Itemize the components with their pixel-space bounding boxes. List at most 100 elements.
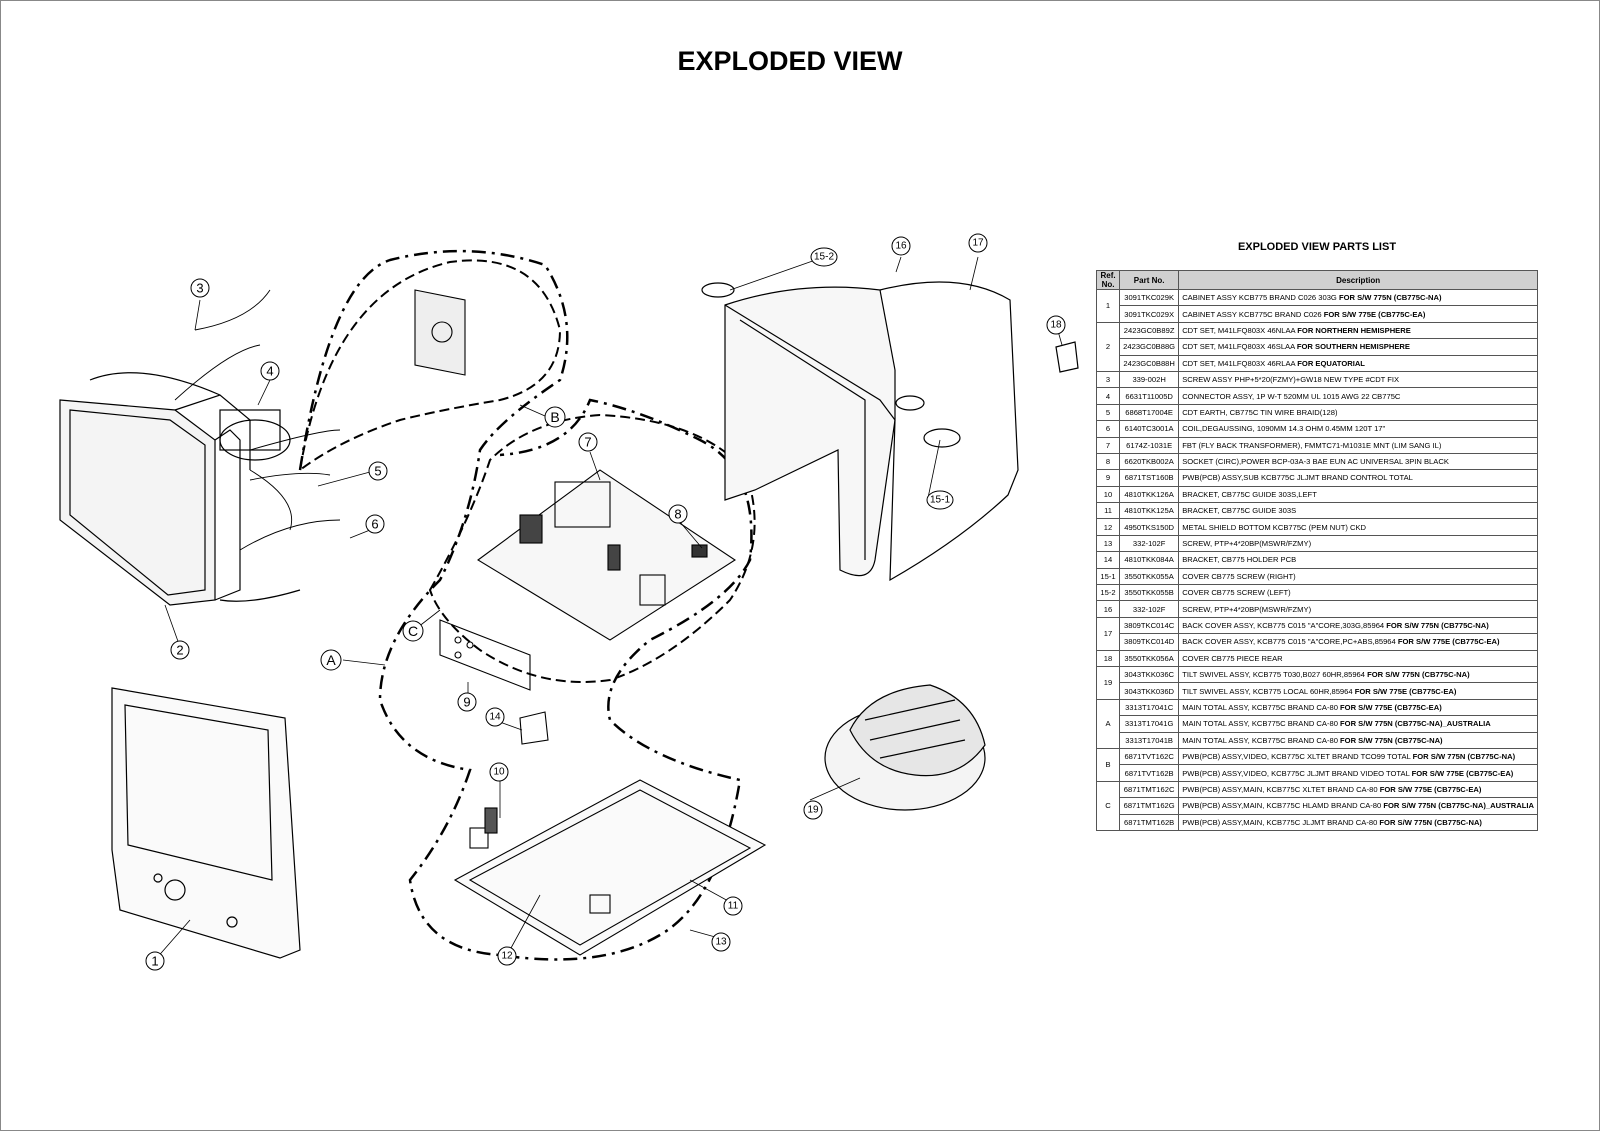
ref-no-cell: 11: [1095, 502, 1121, 520]
column-header-ref: Ref. No.: [1095, 270, 1121, 290]
description-variant: FOR S/W 775N (CB775C-NA): [1386, 621, 1489, 630]
description-text: FBT (FLY BACK TRANSFORMER), FMMTC71-M103…: [1182, 440, 1442, 450]
description-text: BRACKET, CB775C GUIDE 303S: [1182, 506, 1297, 516]
callout-4: [260, 361, 280, 381]
callout-label-2: 2: [176, 643, 183, 658]
ref-no-cell: 6: [1095, 420, 1121, 438]
callout-18: [1046, 315, 1066, 335]
ref-no-cell: 19: [1095, 665, 1121, 700]
description-text: PWB(PCB) ASSY,MAIN, KCB775C JLJMT BRAND …: [1182, 817, 1380, 827]
description-text: MAIN TOTAL ASSY, KCB775C BRAND CA-80: [1182, 702, 1341, 712]
description-cell: SOCKET (CIRC),POWER BCP-03A-3 BAE EUN AC…: [1178, 452, 1538, 471]
description-cell: COVER CB775 SCREW (LEFT): [1178, 584, 1538, 602]
callout-label-7: 7: [584, 435, 591, 450]
description-text: PWB(PCB) ASSY,VIDEO, KCB775C XLTET BRAND…: [1182, 752, 1413, 762]
callout-label-4: 4: [266, 364, 273, 379]
description-cell: MAIN TOTAL ASSY, KCB775C BRAND CA-80 FOR…: [1178, 698, 1538, 717]
part-no-cell: 6871TVT162C: [1119, 747, 1180, 766]
callout-label-9: 9: [463, 695, 470, 710]
part-no-cell: 3313T17041B: [1119, 731, 1180, 749]
ref-no-cell: 4: [1095, 387, 1121, 405]
ref-no-cell: 13: [1095, 534, 1121, 553]
part-no-cell: 6631T11005D: [1119, 387, 1180, 405]
callout-label-8: 8: [674, 507, 681, 522]
description-text: PWB(PCB) ASSY,MAIN, KCB775C HLAMD BRAND …: [1182, 801, 1384, 811]
description-variant: FOR S/W 775N (CB775C-NA): [1379, 817, 1482, 827]
description-text: CDT SET, M41LFQ803X 46RLAA: [1182, 358, 1298, 368]
part-no-cell: 3043TKK036D: [1119, 682, 1180, 700]
description-variant: FOR S/W 775N (CB775C-NA)_AUSTRALIA: [1383, 801, 1534, 811]
video-board-boundary-b: [298, 259, 562, 473]
callout-2: [170, 640, 190, 660]
callout-label-17: 17: [972, 238, 984, 249]
callout-11: [723, 896, 743, 916]
description-cell: BRACKET, CB775C GUIDE 303S: [1178, 502, 1538, 520]
crt-wiring: [174, 289, 341, 551]
description-text: SOCKET (CIRC),POWER BCP-03A-3 BAE EUN AC…: [1182, 457, 1449, 467]
description-text: COIL,DEGAUSSING, 1090MM 14.3 OHM 0.45MM …: [1182, 424, 1386, 434]
description-variant: FOR S/W 775E (CB775C-EA): [1340, 702, 1442, 712]
callout-label-10: 10: [493, 767, 505, 778]
callout-label-3: 3: [196, 281, 203, 296]
description-cell: CABINET ASSY KCB775C BRAND C026 FOR S/W …: [1178, 305, 1538, 323]
description-text: MAIN TOTAL ASSY, KCB775C BRAND CA-80: [1182, 735, 1341, 745]
callout-13: [711, 932, 731, 952]
column-header-description: Description: [1178, 270, 1538, 290]
ref-no-cell: 18: [1095, 649, 1121, 667]
description-cell: PWB(PCB) ASSY,MAIN, KCB775C XLTET BRAND …: [1178, 780, 1538, 799]
part-no-cell: 3091TKC029X: [1119, 305, 1180, 323]
description-text: COVER CB775 PIECE REAR: [1182, 653, 1283, 663]
description-cell: BACK COVER ASSY, KCB775 C015 "A"CORE,PC+…: [1178, 633, 1538, 651]
callout-label-19: 19: [807, 805, 819, 816]
callout-label-18: 18: [1050, 320, 1062, 331]
description-cell: SCREW, PTP+4*20BP(MSWR/FZMY): [1178, 534, 1538, 553]
part-no-cell: 3091TKC029K: [1119, 288, 1180, 307]
callout-12: [497, 946, 517, 966]
part-no-cell: 4810TKK126A: [1119, 485, 1180, 504]
ref-no-cell: 2: [1095, 321, 1121, 372]
part-no-cell: 332-102F: [1119, 600, 1180, 618]
part-no-cell: 6871TMT162B: [1119, 813, 1180, 831]
description-text: CABINET ASSY KCB775 BRAND C026 303G: [1182, 293, 1339, 303]
description-variant: FOR S/W 775E (CB775C-EA): [1354, 686, 1457, 696]
description-cell: TILT SWIVEL ASSY, KCB775 LOCAL 60HR,8596…: [1178, 682, 1538, 700]
tilt-swivel: [824, 684, 986, 811]
description-text: CDT SET, M41LFQ803X 46SLAA: [1182, 342, 1297, 352]
callout-label-6: 6: [371, 517, 378, 532]
description-text: BRACKET, CB775C GUIDE 303S,LEFT: [1182, 489, 1317, 499]
part-no-cell: 4950TKS150D: [1119, 518, 1180, 536]
description-text: CABINET ASSY KCB775C BRAND C026: [1182, 309, 1324, 319]
description-text: METAL SHIELD BOTTOM KCB775C (PEM NUT) CK…: [1182, 522, 1367, 532]
callout-A: [320, 649, 342, 671]
callout-label-15-2: 15-2: [814, 252, 834, 263]
description-cell: TILT SWIVEL ASSY, KCB775 T030,B027 60HR,…: [1178, 665, 1538, 684]
ref-no-cell: 15-1: [1095, 567, 1121, 586]
callout-labels: 3 4 5 6 2 7 8 9 14 10 11 12 13 1 19 15-1…: [151, 238, 1062, 969]
part-no-cell: 2423GC0B88H: [1119, 354, 1180, 372]
description-variant: FOR S/W 775N (CB775C-NA): [1338, 293, 1442, 303]
ref-no-cell: 14: [1095, 551, 1121, 569]
part-no-cell: 6871TMT162G: [1119, 797, 1180, 815]
description-text: BACK COVER ASSY, KCB775 C015 "A"CORE,PC+…: [1182, 637, 1398, 647]
main-pcb: [477, 469, 737, 641]
